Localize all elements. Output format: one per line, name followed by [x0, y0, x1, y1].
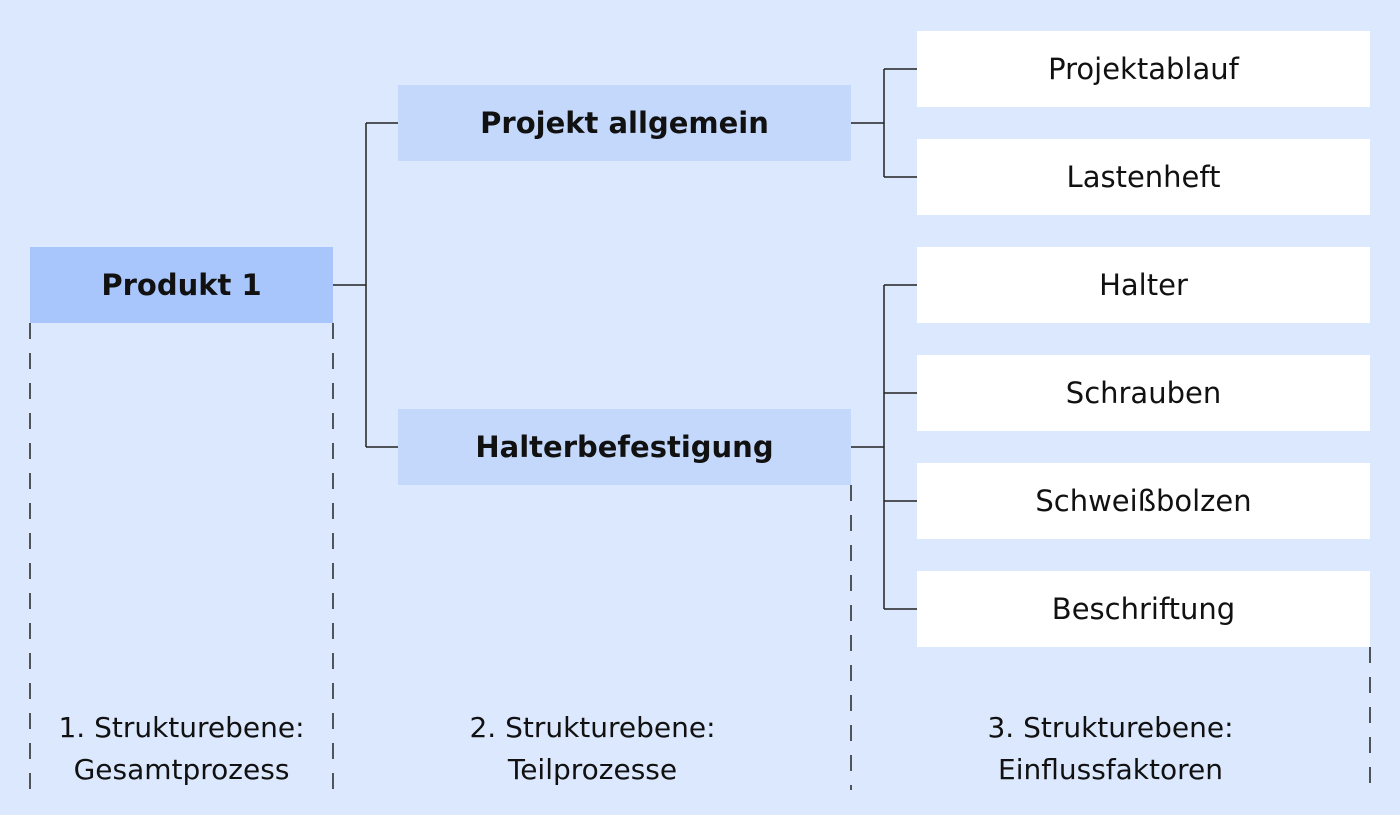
level-3-caption: 3. Strukturebene: Einflussfaktoren: [884, 707, 1337, 791]
leaf-node-beschriftung: Beschriftung: [917, 571, 1370, 647]
group-node-halterbefestigung: Halterbefestigung: [398, 409, 851, 485]
leaf-node-schrauben: Schrauben: [917, 355, 1370, 431]
leaf-node-label: Lastenheft: [1066, 160, 1221, 194]
connector-group-1-leaves: [851, 68, 917, 178]
level-2-caption: 2. Strukturebene: Teilprozesse: [366, 707, 819, 791]
leaf-node-halter: Halter: [917, 247, 1370, 323]
level-caption-line2: Gesamtprozess: [73, 753, 290, 786]
leaf-node-label: Schweißbolzen: [1035, 484, 1252, 518]
level-caption-line1: 1. Strukturebene:: [58, 711, 305, 744]
connector-root-groups: [333, 122, 398, 448]
level-caption-line1: 3. Strukturebene:: [987, 711, 1234, 744]
level-1-caption: 1. Strukturebene: Gesamtprozess: [30, 707, 333, 791]
leaf-node-label: Projektablauf: [1048, 52, 1239, 86]
connector-group-2-leaves: [851, 284, 917, 610]
leaf-node-label: Halter: [1099, 268, 1188, 302]
level-caption-line2: Einflussfaktoren: [998, 753, 1223, 786]
level-caption-line1: 2. Strukturebene:: [469, 711, 716, 744]
leaf-node-label: Beschriftung: [1051, 592, 1236, 626]
leaf-node-projektablauf: Projektablauf: [917, 31, 1370, 107]
group-node-projekt-allgemein: Projekt allgemein: [398, 85, 851, 161]
leaf-node-schweissbolzen: Schweißbolzen: [917, 463, 1370, 539]
root-node: Produkt 1: [30, 247, 333, 323]
leaf-node-label: Schrauben: [1065, 376, 1222, 410]
group-node-label: Projekt allgemein: [480, 106, 769, 140]
root-node-label: Produkt 1: [101, 268, 262, 302]
leaf-node-lastenheft: Lastenheft: [917, 139, 1370, 215]
level-caption-line2: Teilprozesse: [507, 753, 678, 786]
group-node-label: Halterbefestigung: [475, 430, 774, 464]
